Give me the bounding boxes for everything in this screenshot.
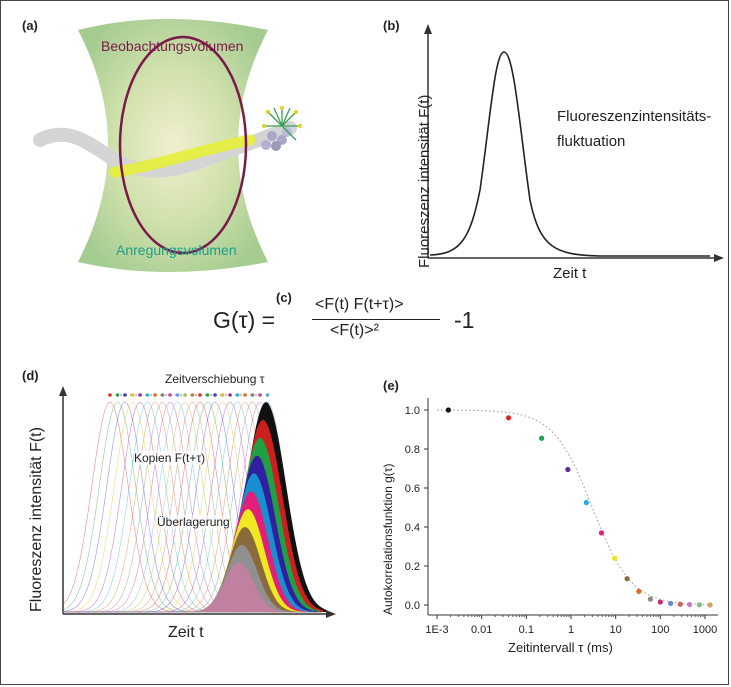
shift-marker <box>220 393 225 397</box>
diffusion-path <box>33 121 297 178</box>
shift-marker <box>235 393 240 397</box>
y-tick-label: 0.4 <box>405 522 420 534</box>
panel-d-y-arrow <box>59 386 67 396</box>
panel-d-xlabel: Zeit t <box>168 624 204 641</box>
particle-track <box>109 134 256 178</box>
panel-b-fluctuation-peak <box>429 51 710 257</box>
data-point <box>677 601 683 607</box>
panel-e-ylabel: Autokorrelationsfunktion g(τ) <box>381 463 395 615</box>
panel-b-xlabel: Zeit t <box>553 265 587 282</box>
data-point <box>624 576 630 582</box>
panel-a-label: (a) <box>22 18 38 33</box>
panel-b-x-arrow <box>714 254 724 262</box>
shift-marker <box>108 393 112 397</box>
shift-marker <box>130 393 135 397</box>
panel-e-label: (e) <box>383 378 399 393</box>
data-point <box>686 602 693 608</box>
data-point <box>505 415 512 421</box>
data-point <box>707 602 713 608</box>
shift-marker <box>153 393 157 397</box>
shift-marker <box>175 393 180 397</box>
panel-e-xlabel: Zeitintervall τ (ms) <box>508 640 613 655</box>
panel-a-illustration <box>33 19 302 272</box>
fit-curve <box>437 409 714 606</box>
shift-marker <box>213 393 217 397</box>
y-tick-label: 0.2 <box>405 561 420 573</box>
shift-marker <box>258 393 262 397</box>
panel-d-overlay-label: Überlagerung <box>157 515 230 529</box>
observation-volume-ellipse <box>118 35 248 255</box>
fluorescent-molecule-icon <box>261 106 302 151</box>
shift-marker <box>145 393 150 397</box>
data-point <box>668 600 674 607</box>
shift-marker <box>123 393 127 397</box>
shift-marker <box>228 393 232 397</box>
x-tick-label: 1E-3 <box>425 624 448 636</box>
shift-marker <box>168 393 172 397</box>
shift-marker <box>243 393 247 397</box>
data-point <box>696 602 703 608</box>
x-tick-label: 10 <box>610 624 622 636</box>
data-point <box>612 555 618 561</box>
x-tick-label: 0.1 <box>519 624 534 636</box>
data-point <box>598 530 605 536</box>
excitation-volume-shape <box>78 19 268 272</box>
panel-d-shift-label: Zeitverschiebung τ <box>165 372 265 386</box>
y-tick-label: 0.8 <box>405 444 420 456</box>
data-point <box>445 407 452 413</box>
shift-marker <box>160 393 165 397</box>
formula-minus-one: -1 <box>454 307 475 333</box>
overlay-layer <box>179 562 299 612</box>
shift-marker <box>250 393 255 397</box>
formula-fraction-bar <box>312 319 440 320</box>
panel-b-plot <box>424 24 724 262</box>
observation-volume-label: Beobachtungsvolumen <box>101 38 244 54</box>
formula-denominator: <F(t)>² <box>330 322 379 339</box>
data-point <box>636 588 642 594</box>
shift-marker <box>183 393 187 397</box>
excitation-volume-label: Anregungsvolumen <box>116 242 237 258</box>
x-tick-label: 100 <box>651 624 669 636</box>
shift-marker <box>205 393 210 397</box>
panel-c-label: (c) <box>276 290 292 305</box>
data-point <box>647 596 654 602</box>
data-point <box>583 500 589 506</box>
formula-lhs: G(τ) = <box>213 307 276 333</box>
x-tick-label: 1000 <box>693 624 717 636</box>
panel-b-annotation-line1: Fluoreszenzintensitäts- <box>557 108 712 125</box>
data-point <box>539 435 545 441</box>
shift-marker <box>190 393 195 397</box>
shift-marker <box>138 393 142 397</box>
data-point <box>657 599 663 605</box>
panel-d-x-arrow <box>326 610 336 618</box>
y-tick-label: 0.0 <box>405 600 420 612</box>
shift-marker <box>115 393 120 397</box>
y-tick-label: 1.0 <box>405 405 420 417</box>
shift-marker <box>198 393 202 397</box>
shift-marker <box>265 393 270 397</box>
x-tick-label: 0.01 <box>471 624 492 636</box>
data-point <box>565 466 571 473</box>
x-tick-label: 1 <box>568 624 574 636</box>
y-tick-label: 0.6 <box>405 483 420 495</box>
panel-b-label: (b) <box>383 18 400 33</box>
panel-d-label: (d) <box>22 368 39 383</box>
panel-b-y-arrow <box>424 24 432 34</box>
formula-numerator: <F(t) F(t+τ)> <box>315 296 404 313</box>
panel-d-copies-label: Kopien F(t+τ) <box>134 451 206 465</box>
panel-b-annotation-line2: fluktuation <box>557 133 626 150</box>
